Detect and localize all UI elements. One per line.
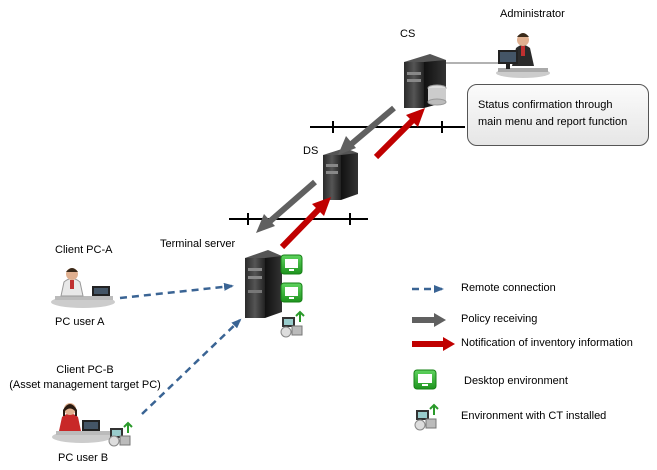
callout-line-1: Status confirmation through	[478, 99, 613, 111]
policy-arrow-cs-to-ds	[338, 105, 396, 155]
cs-server-icon	[404, 54, 447, 108]
legend-notification-label: Notification of inventory information	[461, 337, 633, 349]
legend-desktop-icon	[413, 369, 437, 390]
client-a-figure	[51, 268, 115, 308]
network-bus-lower	[229, 213, 368, 225]
notification-arrow-terminal-to-ds	[279, 197, 331, 250]
remote-connection-arrow-a	[119, 282, 234, 300]
legend-desktop-label: Desktop environment	[464, 375, 568, 387]
ct-installed-icon	[280, 310, 305, 338]
legend-notification-symbol	[412, 337, 455, 351]
legend-ct-icon	[414, 403, 439, 431]
callout-line-2: main menu and report function	[478, 116, 628, 128]
cs-label: CS	[400, 28, 416, 40]
legend-policy-symbol	[412, 313, 446, 327]
ds-label: DS	[303, 145, 319, 157]
network-bus-upper	[310, 121, 465, 133]
legend-ct-label: Environment with CT installed	[461, 410, 607, 422]
desktop-environment-icon	[280, 282, 303, 303]
client-a-title: Client PC-A	[55, 244, 113, 256]
legend-policy-label: Policy receiving	[461, 313, 538, 325]
ct-installed-icon	[108, 421, 133, 447]
ds-server-icon	[323, 148, 358, 200]
legend-remote-label: Remote connection	[461, 282, 556, 294]
client-b-title: Client PC-B	[56, 364, 114, 376]
client-b-figure	[52, 403, 112, 443]
terminal-server-label: Terminal server	[160, 238, 236, 250]
status-callout: Status confirmation through main menu an…	[467, 84, 649, 146]
desktop-environment-icon	[280, 254, 303, 275]
notification-arrow-ds-to-cs	[373, 108, 425, 160]
policy-arrow-ds-to-terminal	[256, 179, 317, 233]
client-b-subtitle: (Asset management target PC)	[9, 379, 161, 391]
terminal-server-icon	[245, 250, 282, 318]
client-a-user-label: PC user A	[55, 316, 105, 328]
administrator-label: Administrator	[500, 8, 565, 20]
client-b-user-label: PC user B	[58, 452, 109, 464]
administrator-figure	[496, 33, 550, 78]
remote-connection-arrow-b	[141, 318, 242, 415]
